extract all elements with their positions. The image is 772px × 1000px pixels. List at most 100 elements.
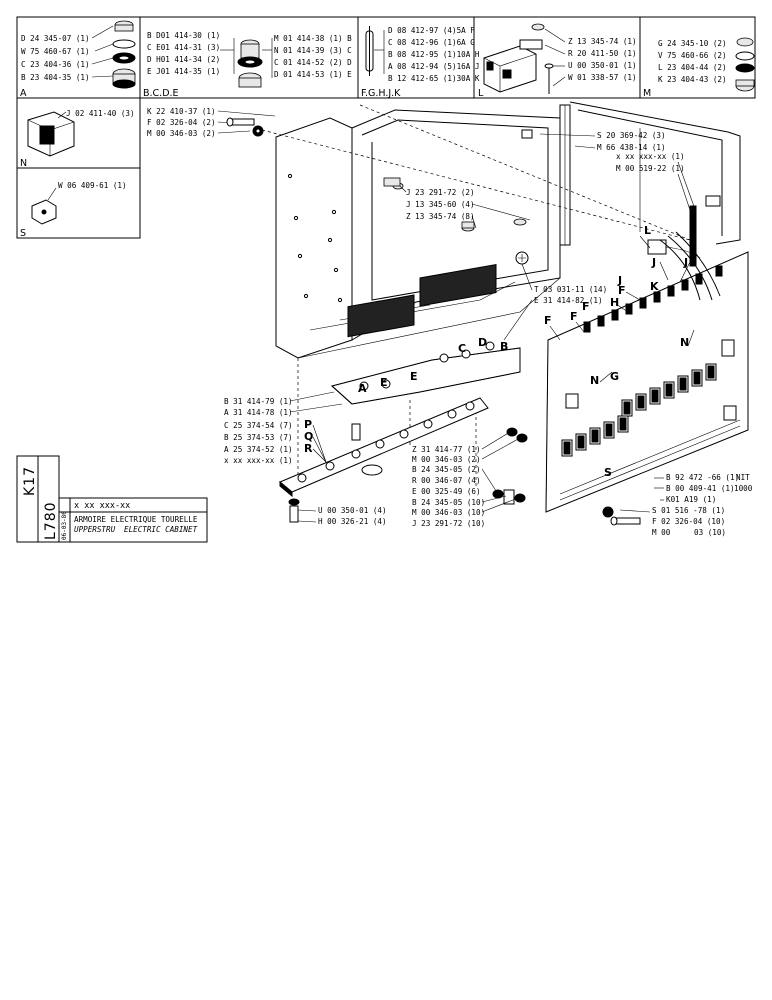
panel-m-bushing-stack (735, 37, 755, 92)
callout-center-2: E 31 414-82 (1) (534, 296, 603, 305)
callout-ll-6: x xx xxx-xx (1) (224, 456, 293, 465)
panel-n-coil (27, 111, 75, 157)
board-letter-1: J (651, 256, 656, 269)
terminal-strip-sockets (297, 401, 475, 483)
title-line-2: UPPERSTRU (74, 525, 116, 534)
panel-fghjk-part-3: B 08 412-95 (1)10A H (388, 50, 480, 59)
panel-m-part-4: K 23 404-43 (2) (658, 75, 727, 84)
title-line-1: ARMOIRE ELECTRIQUE TOURELLE (74, 515, 198, 524)
board-letter-3: L (644, 224, 651, 237)
panel-a-part-1: D 24 345-07 (1) (21, 34, 90, 43)
cabinet-wall-holes (287, 173, 343, 303)
board-terminal-row (559, 419, 741, 501)
panel-n: J 02 411-40 (3) N (16, 97, 141, 169)
board-letter-13: F (582, 300, 590, 313)
board-letter-8: F (544, 314, 552, 327)
box-letter-e: E (410, 370, 418, 383)
callout-lc-5: E 00 325-49 (6) (412, 487, 481, 496)
callout-center-1: T 03 031-11 (14) (534, 285, 607, 294)
panel-s-letter: S (20, 228, 26, 239)
cabinet-body (275, 101, 741, 359)
panel-m-part-3: L 23 404-44 (2) (658, 63, 727, 72)
panel-s: W 06 409-61 (1) S (16, 167, 141, 239)
panel-fghjk-part-4: A 08 412-94 (5)16A J (388, 62, 479, 71)
door-connector (383, 177, 527, 232)
panel-a-bushing-stack (112, 20, 136, 89)
screw-h00 (288, 498, 300, 523)
callout-ll-2: A 31 414-78 (1) (224, 408, 293, 417)
box-letter-c: C (458, 342, 466, 355)
panel-m: G 24 345-10 (2) V 75 460-66 (2) L 23 404… (643, 37, 755, 99)
callout-mid-1: J 23 291-72 (2) (406, 188, 475, 197)
panel-bcde-left-3: D H01 414-34 (2) (147, 55, 220, 64)
callouts-lower-center: Z 31 414-77 (1) M 00 346-03 (2) B 24 345… (412, 427, 528, 528)
callout-ll-3: C 25 374-54 (7) (224, 421, 293, 430)
callout-left-3: M 00 346-03 (2) (147, 129, 216, 138)
letter-q: Q (304, 430, 313, 443)
panel-bcde-right-2: N 01 414-39 (3) C (274, 46, 352, 55)
letter-p: P (304, 418, 312, 431)
box-letter-b: B (500, 340, 508, 353)
callouts-mid: J 23 291-72 (2) J 13 345-60 (4) Z 13 345… (399, 185, 531, 229)
screw-f02 (226, 117, 255, 127)
callout-br-3: K01 A19 (1) (666, 495, 716, 504)
panel-bcde-left-1: B D01 414-30 (1) (147, 31, 220, 40)
panel-bcde-right-3: C 01 414-52 (2) D (274, 58, 352, 67)
board-letter-2: J (683, 256, 688, 269)
panel-s-part-1: W 06 409-61 (1) (58, 181, 127, 190)
nut-stack-lower (492, 427, 528, 505)
board-letters: J J L K F H J F F G N N F J (544, 224, 695, 387)
screw-f02-br (610, 516, 641, 526)
top-panel-strip (16, 16, 756, 99)
title-block: K17 L780 06-03-86 x xx xxx-xx ARMOIRE EL… (16, 455, 208, 543)
panel-a-letter: A (20, 88, 27, 99)
title-ref: x xx xxx-xx (74, 501, 130, 511)
callout-lc-3: B 24 345-05 (2) (412, 465, 481, 474)
callout-bl-2: H 00 326-21 (4) (318, 517, 387, 526)
board-relays-top (583, 265, 723, 333)
callouts-left: K 22 410-37 (1) F 02 326-04 (2) M 00 346… (147, 107, 276, 138)
board-relays-middle (621, 363, 717, 417)
panel-n-part-1: J 02 411-40 (3) (66, 109, 135, 118)
callout-br-1: B 92 472 -66 (1) (666, 473, 739, 482)
callout-lc-7: M 00 346-03 (10) (412, 508, 485, 517)
panel-l: Z 13 345-74 (1) R 20 411-50 (1) U 00 350… (478, 23, 637, 99)
callout-tr-1: S 20 369-42 (3) (597, 131, 666, 140)
callout-br-2: B 00 409-41 (1) (666, 484, 735, 493)
panel-l-relay (483, 23, 554, 94)
callouts-bottom-right: B 92 472 -66 (1) B 00 409-41 (1) K01 A19… (602, 473, 753, 537)
callout-mid-2: J 13 345-60 (4) (406, 200, 475, 209)
terminal-strip (279, 397, 489, 523)
panel-l-part-3: U 00 350-01 (1) (568, 61, 637, 70)
panel-l-letter: L (478, 88, 484, 99)
explode-guide-lines (261, 104, 691, 486)
panel-n-letter: N (20, 158, 27, 169)
panel-a-part-2: W 75 460-67 (1) (21, 47, 90, 56)
panel-bcde: B D01 414-30 (1) C E01 414-31 (3) D H01 … (143, 31, 352, 99)
callout-ll-5: A 25 374-52 (1) (224, 445, 293, 454)
board-relays-lower (561, 339, 737, 457)
circuit-board (545, 231, 749, 513)
panel-m-letter: M (643, 88, 651, 99)
panel-fghjk-part-2: C 08 412-96 (1)6A G (388, 38, 475, 47)
panel-l-part-2: R 20 411-50 (1) (568, 49, 637, 58)
panel-fghjk-part-5: B 12 412-65 (1)30A K (388, 74, 480, 83)
callout-left-1: K 22 410-37 (1) (147, 107, 216, 116)
box-letter-e2: E (380, 376, 388, 389)
callout-ll-1: B 31 414-79 (1) (224, 397, 293, 406)
panel-l-part-1: Z 13 345-74 (1) (568, 37, 637, 46)
side-code-2: L780 (43, 501, 59, 540)
callout-tr-2: M 66 438-14 (1) (597, 143, 666, 152)
letter-r: R (304, 442, 313, 455)
callout-lc-1: Z 31 414-77 (1) (412, 445, 481, 454)
panel-m-part-1: G 24 345-10 (2) (658, 39, 727, 48)
callout-lc-6: B 24 345-05 (10) (412, 498, 485, 507)
callout-mid-3: Z 13 345-74 (8) (406, 212, 475, 221)
board-letter-4: K (650, 280, 659, 293)
panel-m-part-2: V 75 460-66 (2) (658, 51, 727, 60)
board-letter-big-s: S (604, 466, 612, 479)
callout-ll-4: B 25 374-53 (7) (224, 433, 293, 442)
panel-bcde-left-2: C E01 414-31 (3) (147, 43, 220, 52)
callout-br-7: 03 (10) (694, 528, 726, 537)
